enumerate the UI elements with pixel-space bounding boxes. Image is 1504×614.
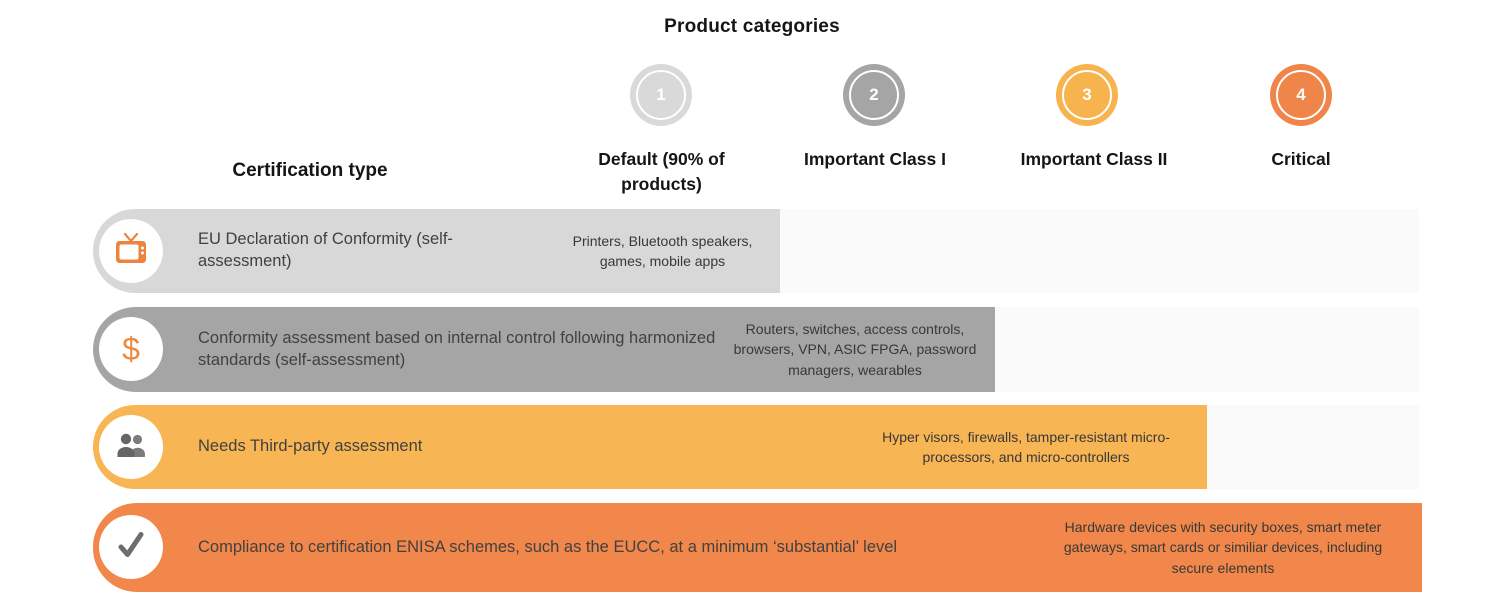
category-4-badge: 4 <box>1270 64 1332 126</box>
column-header-default: Default (90% of products) <box>598 149 725 194</box>
row-icon-circle <box>99 219 163 283</box>
row-products: Printers, Bluetooth speakers, games, mob… <box>572 232 753 269</box>
row-label: Needs Third-party assessment <box>198 437 423 456</box>
row-products: Hardware devices with security boxes, sm… <box>1063 519 1383 576</box>
category-1-badge: 1 <box>630 64 692 126</box>
row-extension <box>780 209 1419 293</box>
category-number: 1 <box>656 85 666 104</box>
badge-ring: 2 <box>849 70 899 120</box>
check-icon <box>114 530 148 565</box>
category-number: 4 <box>1296 85 1306 104</box>
column-header-important-class-2: Important Class II <box>1020 149 1168 169</box>
row-icon-circle: $ <box>99 317 163 381</box>
row-label: Conformity assessment based on internal … <box>198 328 716 369</box>
category-3-badge: 3 <box>1056 64 1118 126</box>
tv-icon <box>112 232 150 271</box>
row-extension <box>995 307 1419 392</box>
category-number: 3 <box>1082 85 1092 104</box>
certification-type-header: Certification type <box>232 160 388 181</box>
dollar-icon: $ <box>122 331 140 367</box>
badge-ring: 1 <box>636 70 686 120</box>
page-title: Product categories <box>664 16 840 37</box>
badge-ring: 4 <box>1276 70 1326 120</box>
row-label: EU Declaration of Conformity (self-asses… <box>198 230 453 270</box>
row-pill-eu-declaration <box>93 209 780 293</box>
row-pill-enisa-certification <box>93 503 1422 592</box>
column-header-critical: Critical <box>1271 149 1331 169</box>
row-pill-third-party-assessment <box>93 405 1207 489</box>
people-icon <box>113 431 149 464</box>
row-products: Routers, switches, access controls, brow… <box>733 321 977 378</box>
row-icon-circle <box>99 515 163 579</box>
category-number: 2 <box>869 85 879 104</box>
category-2-badge: 2 <box>843 64 905 126</box>
row-label: Compliance to certification ENISA scheme… <box>198 537 898 556</box>
row-extension <box>1207 405 1419 489</box>
badge-ring: 3 <box>1062 70 1112 120</box>
column-header-important-class-1: Important Class I <box>804 149 946 169</box>
row-icon-circle <box>99 415 163 479</box>
row-pill-conformity-assessment <box>93 307 995 392</box>
row-products: Hyper visors, firewalls, tamper-resistan… <box>882 428 1170 465</box>
